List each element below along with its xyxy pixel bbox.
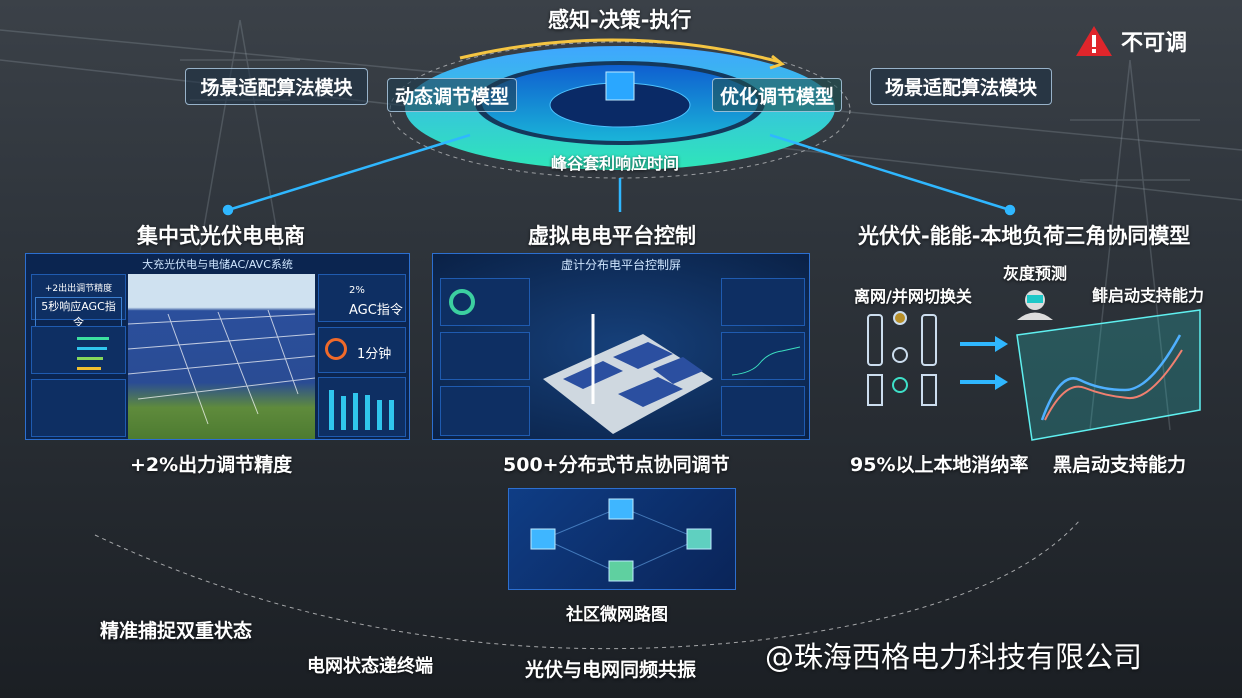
bottom-item-grid-terminal: 电网状态递终端 [307,656,433,677]
company-watermark: @珠海西格电力科技有限公司 [765,640,1143,674]
caption-blackstart: 黑启动支持能力 [1053,454,1187,476]
solar-wind-3d-scene [543,314,713,434]
stat-agc-label: AGC指令 [349,303,403,318]
warning-label: 不可调 [1121,31,1188,56]
section-title-vpp: 虚拟电电平台控制 [528,224,696,248]
core-ring-diagram [389,38,851,179]
scenario-module-right: 场景适配算法模块 [870,68,1052,105]
blackstart-label: 鲱启动支持能力 [1092,286,1205,305]
ring-label: 峰谷套利响应时间 [551,154,680,173]
scenario-module-left: 场景适配算法模块 [185,68,368,105]
arrow-right-icon [960,336,1008,390]
user-avatar-icon [1017,290,1053,320]
optimize-model-label: 优化调节模型 [712,78,842,112]
connector-arrows [222,133,1016,216]
section-title-centralized-pv: 集中式光伏电电商 [137,224,305,248]
section-title-triangle-model: 光伏伏-能能-本地负荷三角协同模型 [858,224,1191,248]
dashboard-title: 虚计分布电平台控制屏 [560,258,681,272]
microgrid-diagram [508,488,736,590]
triangle-model-diagram [867,290,1201,441]
cycle-title: 感知-决策-执行 [548,8,692,32]
stat-time: 1分钟 [357,347,392,362]
caption-local-consumption: 95%以上本地消纳率 [850,454,1029,476]
forecast-label: 灰度预测 [1003,264,1068,283]
dashboard-title: 大充光伏电与电储AC/AVC系统 [142,258,293,271]
caption-precision: +2%出力调节精度 [130,454,293,476]
agc-avc-dashboard: 大充光伏电与电储AC/AVC系统 +2出出调节精度 5秒响应AGC指令 2% A… [25,253,410,440]
stat-percent: 2% [349,285,365,296]
vpp-control-dashboard: 虚计分布电平台控制屏 [432,253,810,440]
bottom-item-resonance: 光伏与电网同频共振 [525,659,697,681]
switch-circuit-icon [867,311,937,406]
warning-triangle-icon [1076,26,1112,56]
solar-farm-photo [127,274,316,439]
bottom-item-dual-state: 精准捕捉双重状态 [100,620,253,642]
dynamic-model-label: 动态调节模型 [387,78,517,112]
precision-text: +2出出调节精度 [44,284,113,294]
warning-badge: 不可调 [1075,24,1187,58]
switch-label: 离网/并网切换关 [854,287,972,306]
caption-nodes: 500+分布式节点协同调节 [503,454,730,476]
microgrid-label: 社区微网路图 [566,605,668,625]
server-cube-icon [605,71,635,101]
